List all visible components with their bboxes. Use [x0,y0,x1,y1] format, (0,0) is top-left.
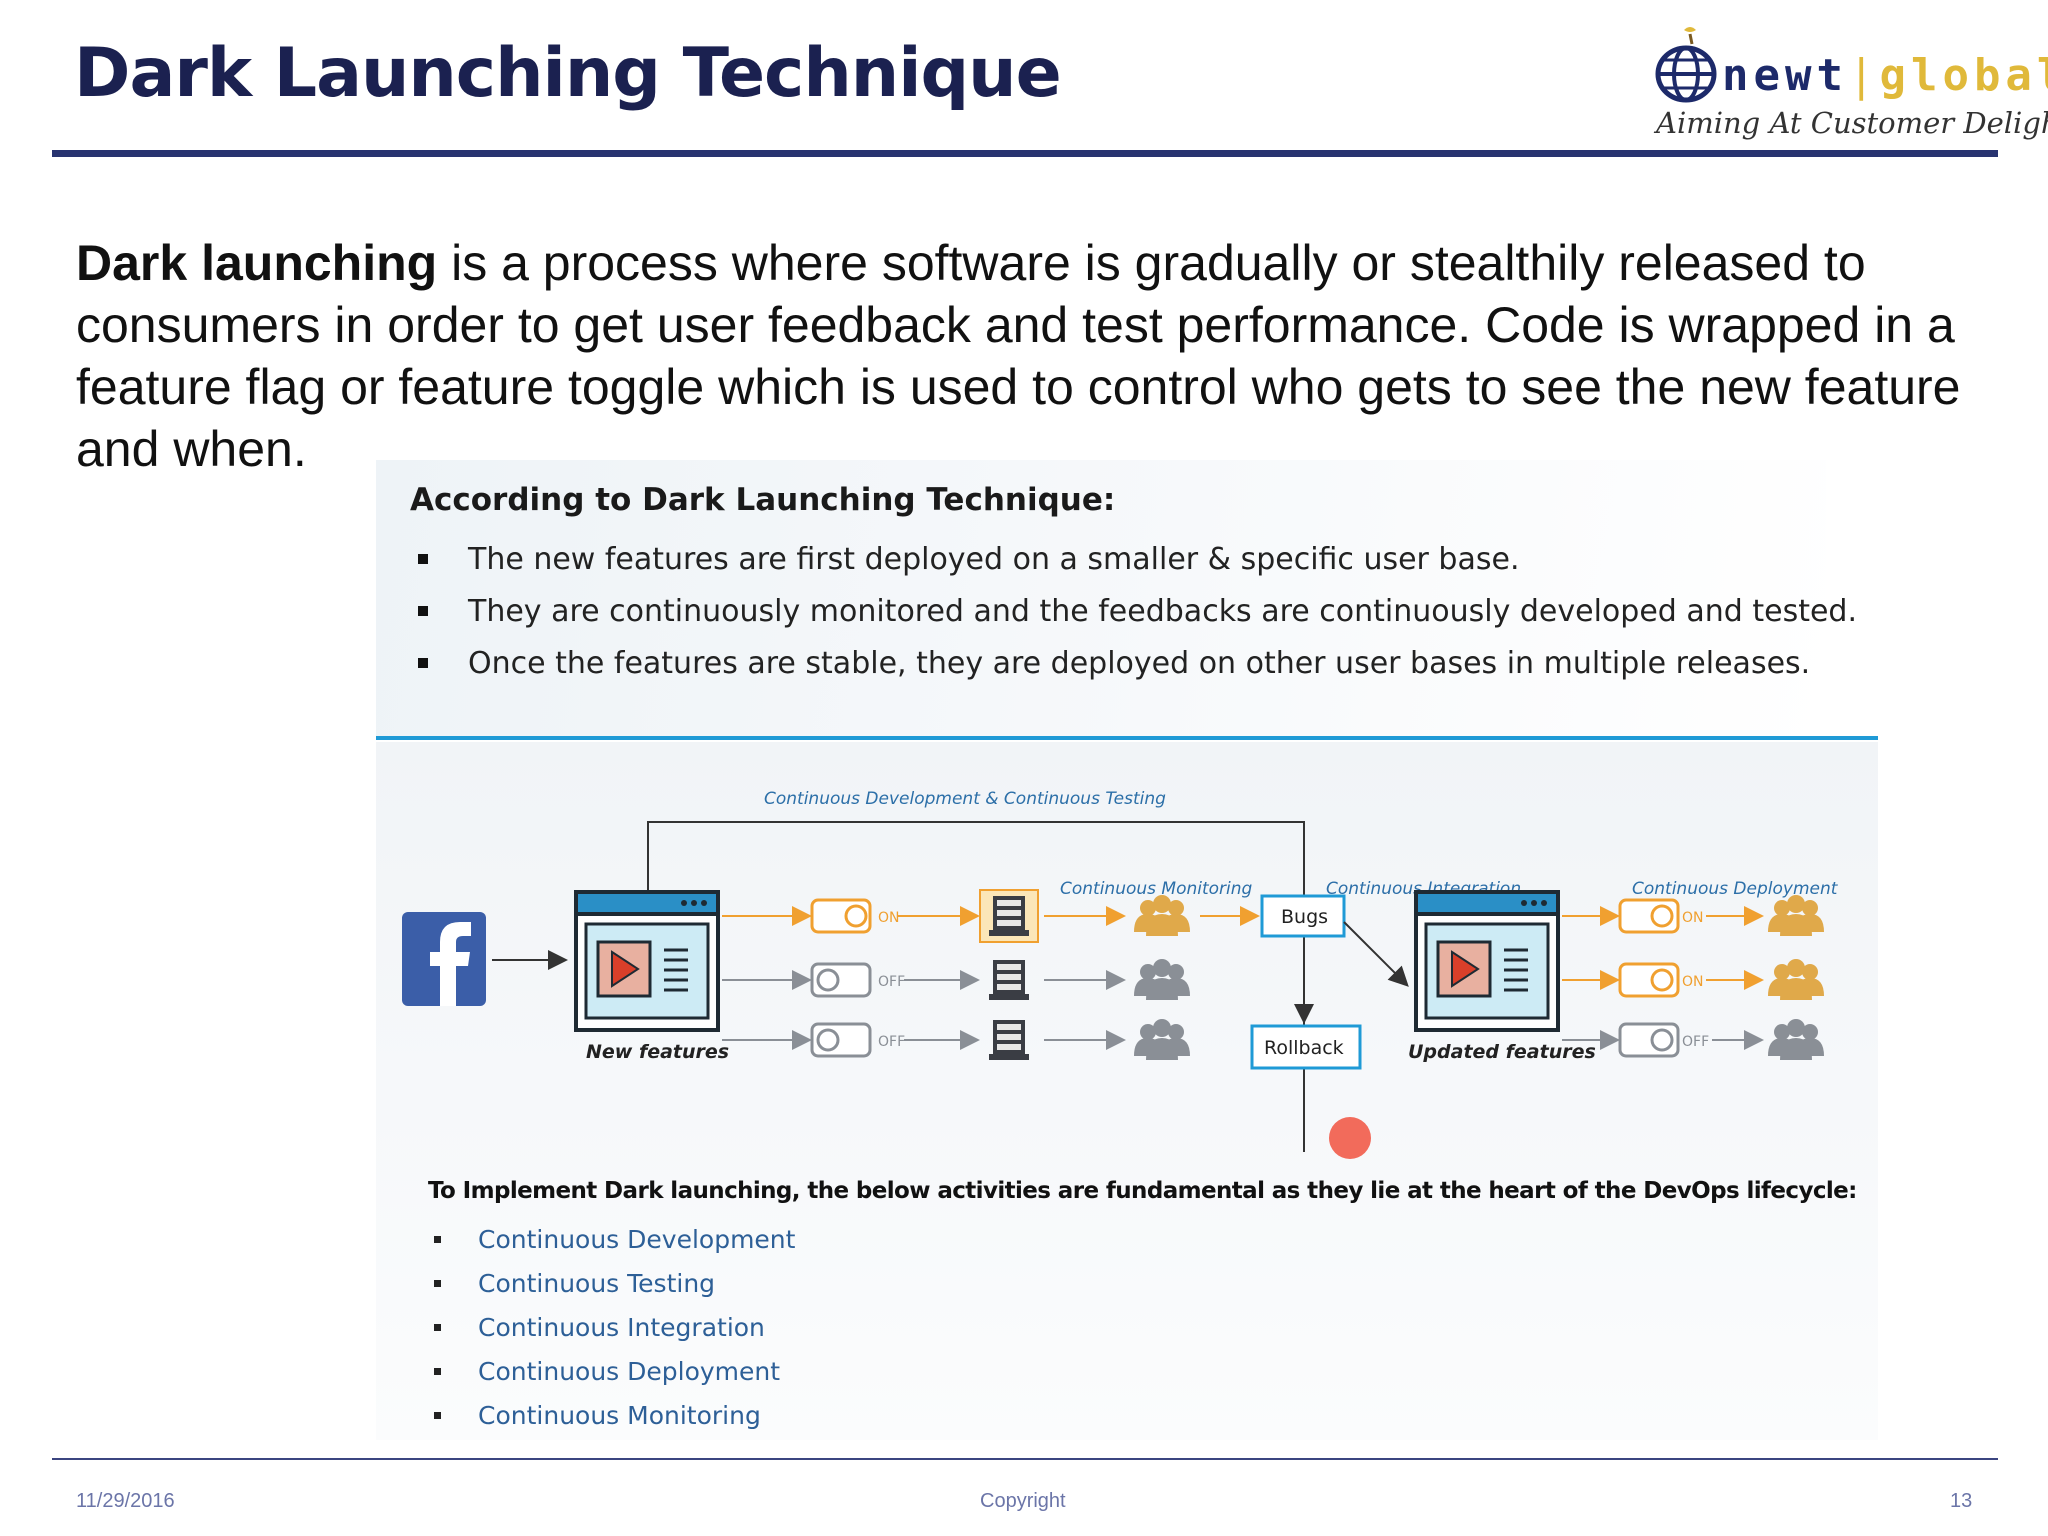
footer-copyright: Copyright [980,1490,1066,1512]
left-row-2: OFF [722,959,1190,1000]
bugs-label: Bugs [1281,906,1328,928]
facebook-icon [402,912,486,1006]
updated-features-icon [1414,890,1560,1032]
list-item: Continuous Monitoring [432,1401,795,1445]
updated-features-label: Updated features [1408,1041,1596,1063]
toggle-label: OFF [878,1034,905,1050]
toggle-switch [810,898,872,934]
list-item: Once the features are stable, they are d… [416,646,1857,698]
intro-text: is a process where software is gradually… [76,235,1961,477]
left-row-3: OFF [722,1019,1190,1060]
users-icon [1768,959,1824,1000]
toggle-switch [1618,1022,1680,1058]
footer-date: 11/29/2016 [76,1490,175,1512]
right-row-2: ON [1562,959,1824,1000]
figure-divider [376,736,1878,740]
figure-summary-panel: According to Dark Launching Technique: T… [376,460,1857,738]
intro-term: Dark launching [76,235,438,291]
list-item: The new features are first deployed on a… [416,542,1857,594]
users-icon [1134,895,1190,936]
monitoring-label: Continuous Monitoring [1060,879,1253,899]
toggle-label: OFF [1682,1034,1709,1050]
list-item: They are continuously monitored and the … [416,594,1857,646]
bugs-box [1260,894,1346,938]
list-item: Continuous Development [432,1225,795,1269]
logo-wordmark: newt|global [1722,50,2048,101]
implement-text: To Implement Dark launching, the below a… [428,1178,1857,1204]
pipeline-diagram: Continuous Development & Continuous Test… [402,789,1839,1152]
right-row-3: OFF [1562,1019,1824,1060]
server-icon [989,1020,1029,1060]
page-number: 13 [1950,1490,1973,1512]
rollback-label: Rollback [1264,1037,1344,1059]
new-features-label: New features [586,1041,729,1063]
title-divider [52,150,1998,157]
right-row-1: ON [1562,895,1824,936]
toggle-label: ON [878,910,900,926]
figure-bullet-list: The new features are first deployed on a… [416,542,1857,698]
intro-paragraph: Dark launching is a process where softwa… [76,232,2026,480]
users-icon [1768,895,1824,936]
footer-divider [52,1458,1998,1460]
toggle-label: ON [1682,974,1704,990]
toggle-switch [1618,898,1680,934]
company-logo: newt|global Aiming At Customer Delight [1650,8,2048,148]
pointer-dot [1329,1117,1371,1159]
slide-title: Dark Launching Technique [74,34,1062,113]
toggle-switch [810,1022,872,1058]
users-icon [1134,1019,1190,1060]
server-icon [989,896,1029,936]
left-row-1: ON [722,889,1260,943]
figure-diagram-panel [376,742,1878,1440]
list-item: Continuous Deployment [432,1357,795,1401]
server-icon [989,960,1029,1000]
toggle-switch [810,962,872,998]
toggle-label: OFF [878,974,905,990]
users-icon [1134,959,1190,1000]
list-item: Continuous Integration [432,1313,795,1357]
figure-heading: According to Dark Launching Technique: [410,482,1116,518]
globe-icon [1655,27,1717,103]
users-icon [1768,1019,1824,1060]
toggle-label: ON [1682,910,1704,926]
activities-list: Continuous Development Continuous Testin… [432,1225,795,1445]
logo-tagline: Aiming At Customer Delight [1656,106,2048,140]
list-item: Continuous Testing [432,1269,795,1313]
rollback-box [1250,1024,1362,1070]
deployment-label: Continuous Deployment [1632,879,1839,899]
new-features-icon [574,890,720,1032]
dark-launch-figure: According to Dark Launching Technique: T… [376,460,1878,1440]
toggle-switch [1618,962,1680,998]
feedback-loop-arrow [638,821,1305,1152]
loop-label: Continuous Development & Continuous Test… [764,789,1166,809]
